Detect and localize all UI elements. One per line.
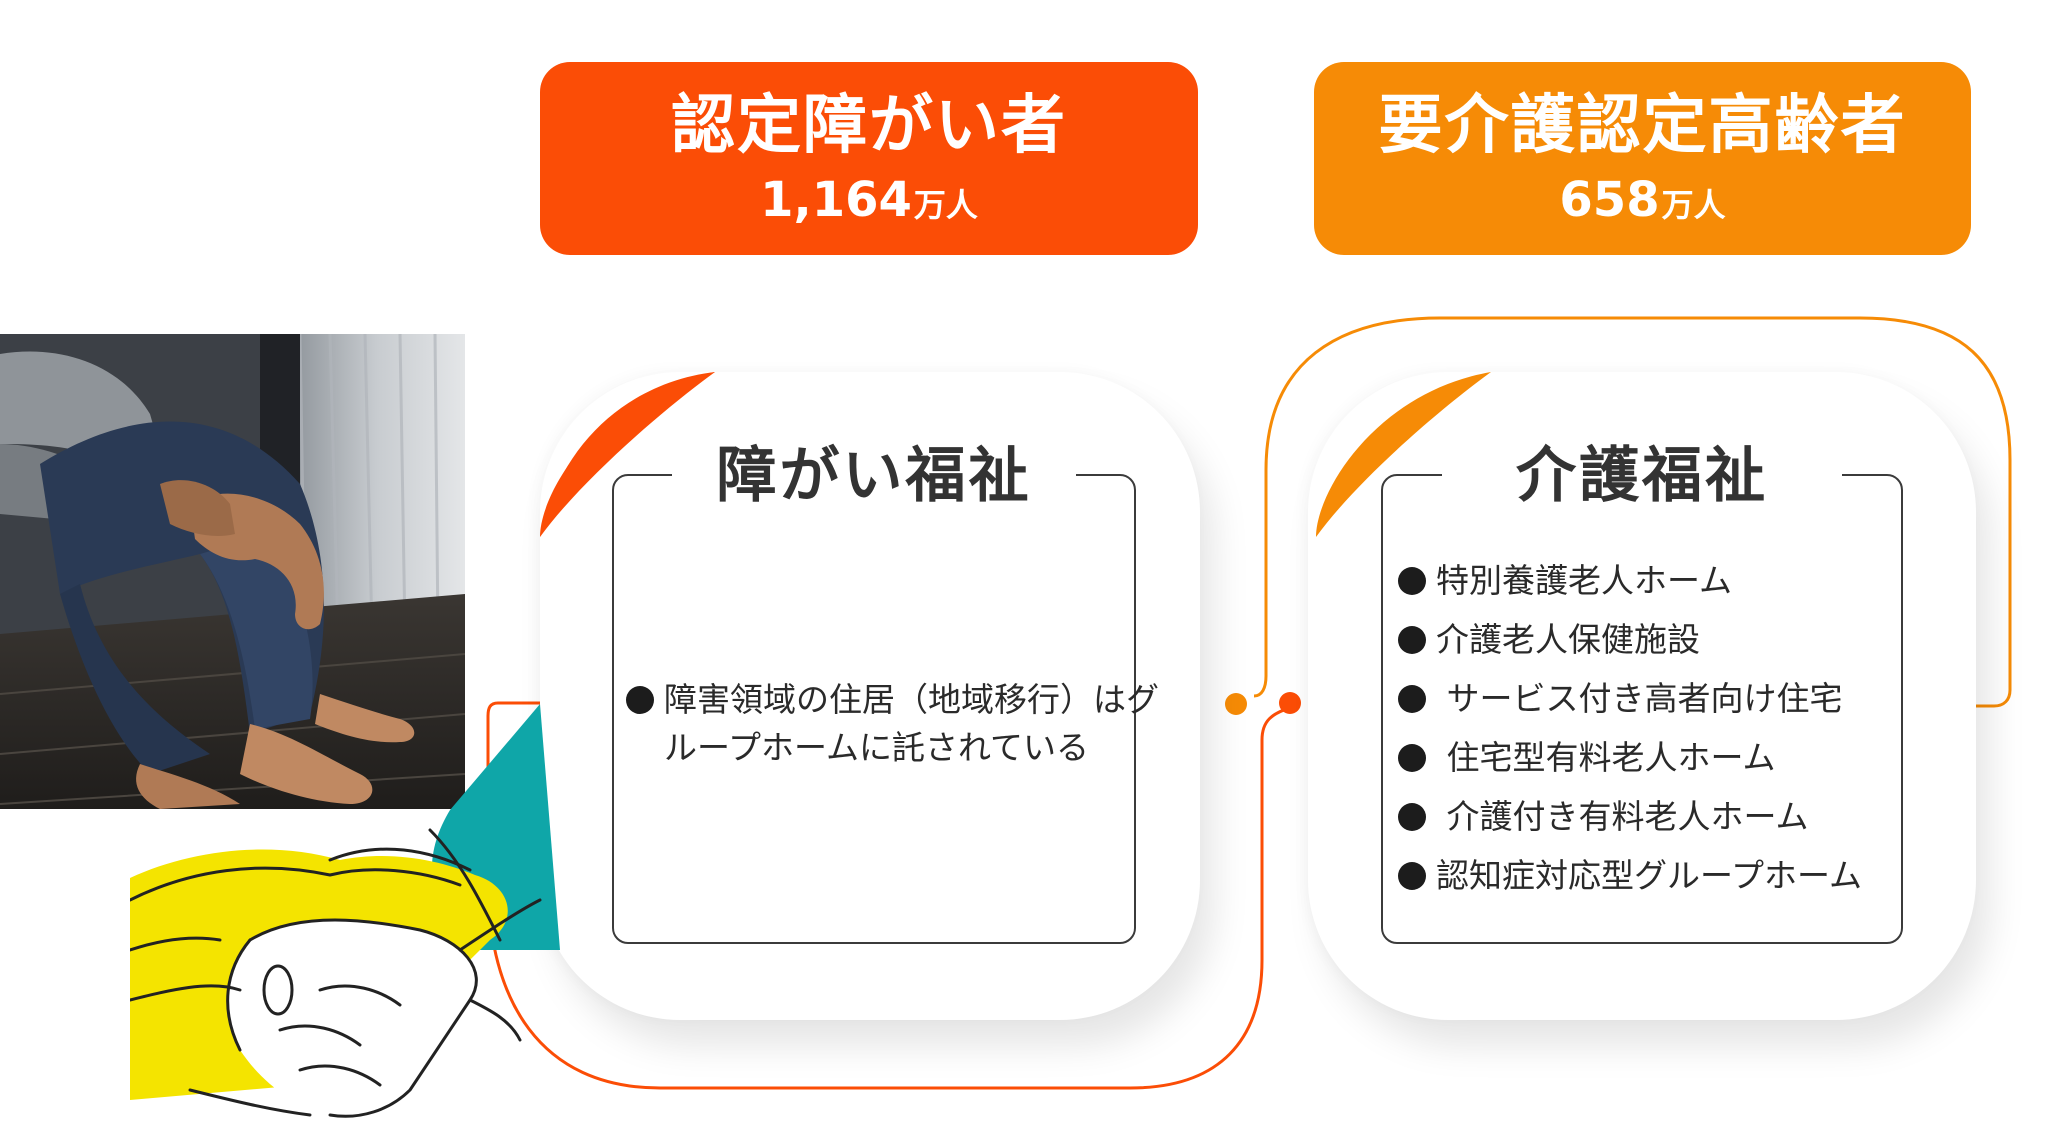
care-welfare-list: 特別養護老人ホーム 介護老人保健施設 サービス付き高者向け住宅 住宅型有料老人ホ… bbox=[1398, 564, 1862, 918]
list-item: 認知症対応型グループホーム bbox=[1398, 859, 1862, 918]
red-connector-line bbox=[486, 701, 1297, 1090]
bullet-icon bbox=[1398, 744, 1426, 772]
elderly-care-count: 658万人 bbox=[1314, 176, 1971, 224]
care-welfare-heading: 介護福祉 bbox=[1442, 446, 1842, 506]
bullet-icon bbox=[1398, 626, 1426, 654]
disabled-persons-pill: 認定障がい者 1,164万人 bbox=[540, 62, 1198, 255]
list-item: 介護付き有料老人ホーム bbox=[1398, 800, 1862, 859]
disabled-persons-count: 1,164万人 bbox=[540, 176, 1198, 224]
bullet-icon bbox=[1398, 803, 1426, 831]
list-item: サービス付き高者向け住宅 bbox=[1398, 682, 1862, 741]
list-item-text: 特別養護老人ホーム bbox=[1436, 561, 1733, 600]
list-item-text: 介護付き有料老人ホーム bbox=[1436, 797, 1809, 836]
list-item-text: 認知症対応型グループホーム bbox=[1436, 856, 1863, 895]
list-item-text: サービス付き高者向け住宅 bbox=[1436, 679, 1843, 718]
list-item: 障害領域の住居（地域移行）はグループホームに託されている bbox=[626, 676, 1164, 772]
holding-hands-illustration bbox=[130, 704, 560, 1118]
orange-connector-line bbox=[1253, 316, 2012, 708]
elderly-care-pill: 要介護認定高齢者 658万人 bbox=[1314, 62, 1971, 255]
list-item-text: 障害領域の住居（地域移行）はグループホームに託されている bbox=[664, 680, 1159, 767]
red-connector-dot-right bbox=[1279, 692, 1301, 714]
photo-drawing bbox=[0, 334, 465, 809]
disabled-persons-title: 認定障がい者 bbox=[671, 89, 1067, 163]
orange-connector-dot-left bbox=[1225, 693, 1247, 715]
elderly-care-count-value: 658 bbox=[1559, 172, 1660, 228]
list-item-text: 住宅型有料老人ホーム bbox=[1436, 738, 1776, 777]
bullet-icon bbox=[1398, 567, 1426, 595]
disabled-persons-count-unit: 万人 bbox=[913, 186, 978, 224]
list-item: 特別養護老人ホーム bbox=[1398, 564, 1862, 623]
disabled-persons-count-value: 1,164 bbox=[760, 172, 912, 228]
person-sitting-on-floor-photo bbox=[0, 334, 465, 809]
elderly-care-title: 要介護認定高齢者 bbox=[1378, 89, 1907, 163]
list-item: 住宅型有料老人ホーム bbox=[1398, 741, 1862, 800]
disability-welfare-list: 障害領域の住居（地域移行）はグループホームに託されている bbox=[626, 676, 1164, 772]
elderly-care-count-unit: 万人 bbox=[1661, 186, 1726, 224]
bullet-icon bbox=[626, 686, 654, 714]
disability-card-corner-accent bbox=[540, 372, 715, 537]
list-item-text: 介護老人保健施設 bbox=[1436, 620, 1700, 659]
bullet-icon bbox=[1398, 862, 1426, 890]
bullet-icon bbox=[1398, 685, 1426, 713]
list-item: 介護老人保健施設 bbox=[1398, 623, 1862, 682]
disability-welfare-heading: 障がい福祉 bbox=[672, 446, 1076, 506]
